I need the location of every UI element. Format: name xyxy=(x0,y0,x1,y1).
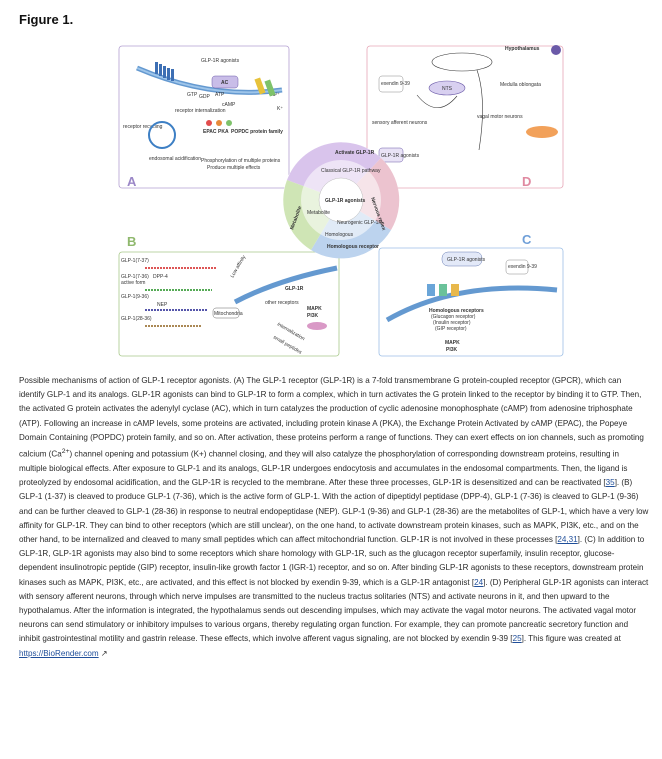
wheel-neurogenic-label: Neurogenic GLP-1R xyxy=(337,220,382,226)
atp-label: ATP xyxy=(215,92,225,98)
pi3k-label-b: PI3K xyxy=(307,313,319,319)
phospho-label: Phosphorylation of multiple proteins xyxy=(201,158,281,164)
effects-label: Produce multiple effects xyxy=(207,165,261,171)
panel-c-frame xyxy=(378,247,564,357)
panel-a-letter: A xyxy=(127,174,137,189)
gip-label: (GIP receptor) xyxy=(435,326,467,332)
epac-label: EPAC xyxy=(203,129,217,135)
agonists-label-d: GLP-1R agonists xyxy=(381,153,420,159)
panel-b-frame xyxy=(118,251,340,357)
caption-text-2: ) channel opening and potassium (K+) cha… xyxy=(19,449,628,488)
wheel-homologous-label: Homologous receptor xyxy=(327,244,379,250)
glp1-7-36-label: GLP-1(7-36) xyxy=(121,274,149,280)
popdc-label: POPDC protein family xyxy=(231,129,283,135)
external-link-icon: ↗ xyxy=(100,648,108,658)
gtp-label: GTP xyxy=(187,92,198,98)
glp1-7-37-label: GLP-1(7-37) xyxy=(121,258,149,264)
nts-shape xyxy=(428,80,466,96)
wheel-activate-label: Activate GLP-1R xyxy=(335,150,375,156)
dpp4-label: DPP-4 xyxy=(153,274,168,280)
reference-link-24-31[interactable]: 24,31 xyxy=(557,534,578,544)
glp1-28-36-label: GLP-1(28-36) xyxy=(121,316,152,322)
internalization-label-a: receptor internalization xyxy=(175,108,226,114)
homologous-label: Homologous receptors xyxy=(429,308,484,314)
mapk-label-c: MAPK xyxy=(445,340,460,346)
insulin-label: (Insulin receptor) xyxy=(433,320,471,326)
camp-label: cAMP xyxy=(222,102,236,108)
active-form-label: active form xyxy=(121,280,145,286)
agonists-label-a: GLP-1R agonists xyxy=(201,58,240,64)
ca-label: Ca²⁺ xyxy=(269,92,280,98)
reference-link-24[interactable]: 24 xyxy=(474,577,484,587)
reference-link-25[interactable]: 25 xyxy=(512,634,522,644)
figure-caption: Possible mechanisms of action of GLP-1 r… xyxy=(19,374,649,661)
mitochondria-label: Mitochondria xyxy=(214,311,243,317)
ac-enzyme xyxy=(211,75,239,89)
panel-d-letter: D xyxy=(522,174,531,189)
hypothalamus-shape xyxy=(431,52,493,72)
panel-c-letter: C xyxy=(522,232,532,247)
nts-label: NTS xyxy=(442,86,453,92)
mapk-label-b: MAPK xyxy=(307,306,322,312)
gdp-label: GDP xyxy=(199,94,211,100)
receptor-helices-a xyxy=(155,62,174,81)
endosomal-label: endosomal acidification xyxy=(149,156,201,162)
panel-b-membrane xyxy=(233,265,338,305)
glucagon-label: (Glucagon receptor) xyxy=(431,314,476,320)
exendin-label-c: exendin 9-39 xyxy=(508,264,537,270)
pi3k-label-c: PI3K xyxy=(446,347,458,353)
caption-text-5: ]. (D) Peripheral GLP-1R agonists can in… xyxy=(19,577,649,644)
panel-a-frame xyxy=(118,45,290,189)
mechanism-wheel: GLP-1R agonists Activate GLP-1R Nervous … xyxy=(283,142,400,259)
caption-paragraph: Possible mechanisms of action of GLP-1 r… xyxy=(19,374,649,661)
vagal-label: vagal motor neurons xyxy=(477,114,523,120)
figure-illustration: AC GLP-1R agonists GTP GDP ATP cAMP Ca²⁺… xyxy=(118,45,564,357)
wheel-center-label: GLP-1R agonists xyxy=(325,198,366,204)
pancreas-shape xyxy=(526,126,558,138)
sensory-label: sensory afferent neurons xyxy=(372,120,428,126)
nep-label: NEP xyxy=(157,302,168,308)
caption-text-4: ]. (C) In addition to GLP-1R, GLP-1R ago… xyxy=(19,534,645,587)
figure-title: Figure 1. xyxy=(19,12,74,27)
caption-superscript: 2+ xyxy=(61,448,70,456)
endosome xyxy=(148,121,176,149)
glp1r-label-b: GLP-1R xyxy=(285,286,304,292)
k-label: K⁺ xyxy=(277,106,283,112)
glp1-9-36-label: GLP-1(9-36) xyxy=(121,294,149,300)
exendin-label-d: exendin 9-39 xyxy=(381,81,410,87)
other-receptors-label: other receptors xyxy=(265,300,299,306)
ac-label: AC xyxy=(221,80,229,86)
biorender-link[interactable]: https://BioRender.com xyxy=(19,648,99,658)
hypothalamus-label: Hypothalamus xyxy=(505,46,540,52)
reference-link-35[interactable]: 35 xyxy=(605,478,615,488)
recycling-label: receptor recycling xyxy=(123,124,163,130)
caption-text-6: ]. This figure was created at xyxy=(521,634,621,644)
pka-label: PKA xyxy=(218,129,229,135)
panel-b-letter: B xyxy=(127,234,136,249)
wheel-classical-label: Classical GLP-1R pathway xyxy=(321,168,381,174)
wheel-metabolite-inner-label: Metabolite xyxy=(307,210,330,216)
caption-text-3: ]. (B) GLP-1 (1-37) is cleaved to produc… xyxy=(19,478,649,544)
caption-text-1: Possible mechanisms of action of GLP-1 r… xyxy=(19,376,644,459)
panel-d-frame xyxy=(366,45,564,189)
panel-c-membrane xyxy=(385,285,558,323)
medulla-label: Medulla oblongata xyxy=(500,82,541,88)
agonists-label-c: GLP-1R agonists xyxy=(447,257,486,263)
wheel-homologous-inner-label: Homologous xyxy=(325,232,354,238)
